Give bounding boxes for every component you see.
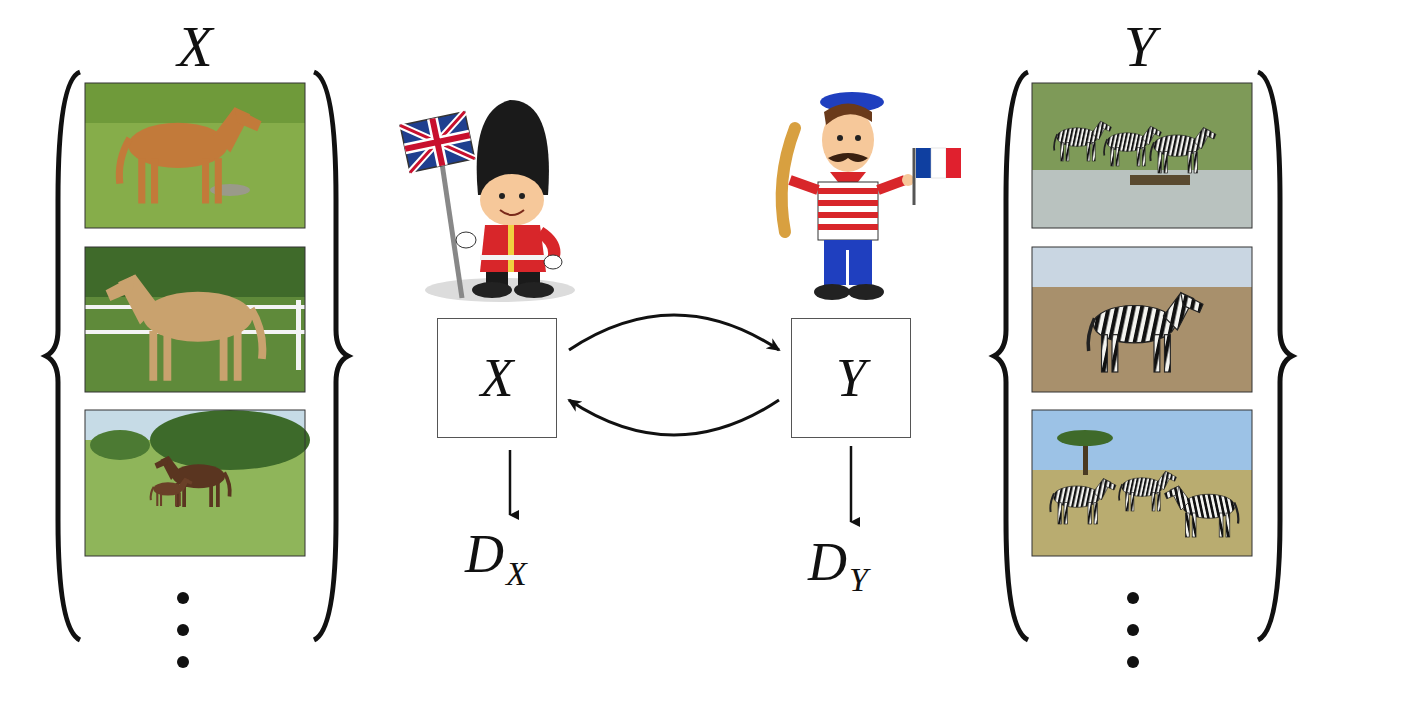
- box-label: Y: [836, 351, 866, 405]
- box-label: X: [481, 351, 514, 405]
- discriminator-subscript: X: [506, 557, 527, 591]
- mapping-arrow: [569, 400, 779, 435]
- discriminator-letter: D: [465, 527, 504, 581]
- french-man: [782, 92, 961, 300]
- set-label: X: [177, 18, 212, 76]
- zebra-photo: [1032, 410, 1252, 556]
- discriminator-subscript: Y: [849, 563, 868, 597]
- horse-photo: [85, 83, 305, 228]
- zebra-photo: [1032, 83, 1252, 228]
- domain-box: X: [437, 318, 557, 438]
- mapping-arrow: [569, 315, 779, 350]
- horse-photo: [85, 247, 305, 392]
- british-guard: [400, 100, 575, 302]
- zebra-photo: [1032, 247, 1252, 392]
- horse-photo: [85, 410, 310, 556]
- domain-box: Y: [791, 318, 911, 438]
- discriminator-letter: D: [808, 535, 847, 589]
- set-label: Y: [1124, 18, 1156, 76]
